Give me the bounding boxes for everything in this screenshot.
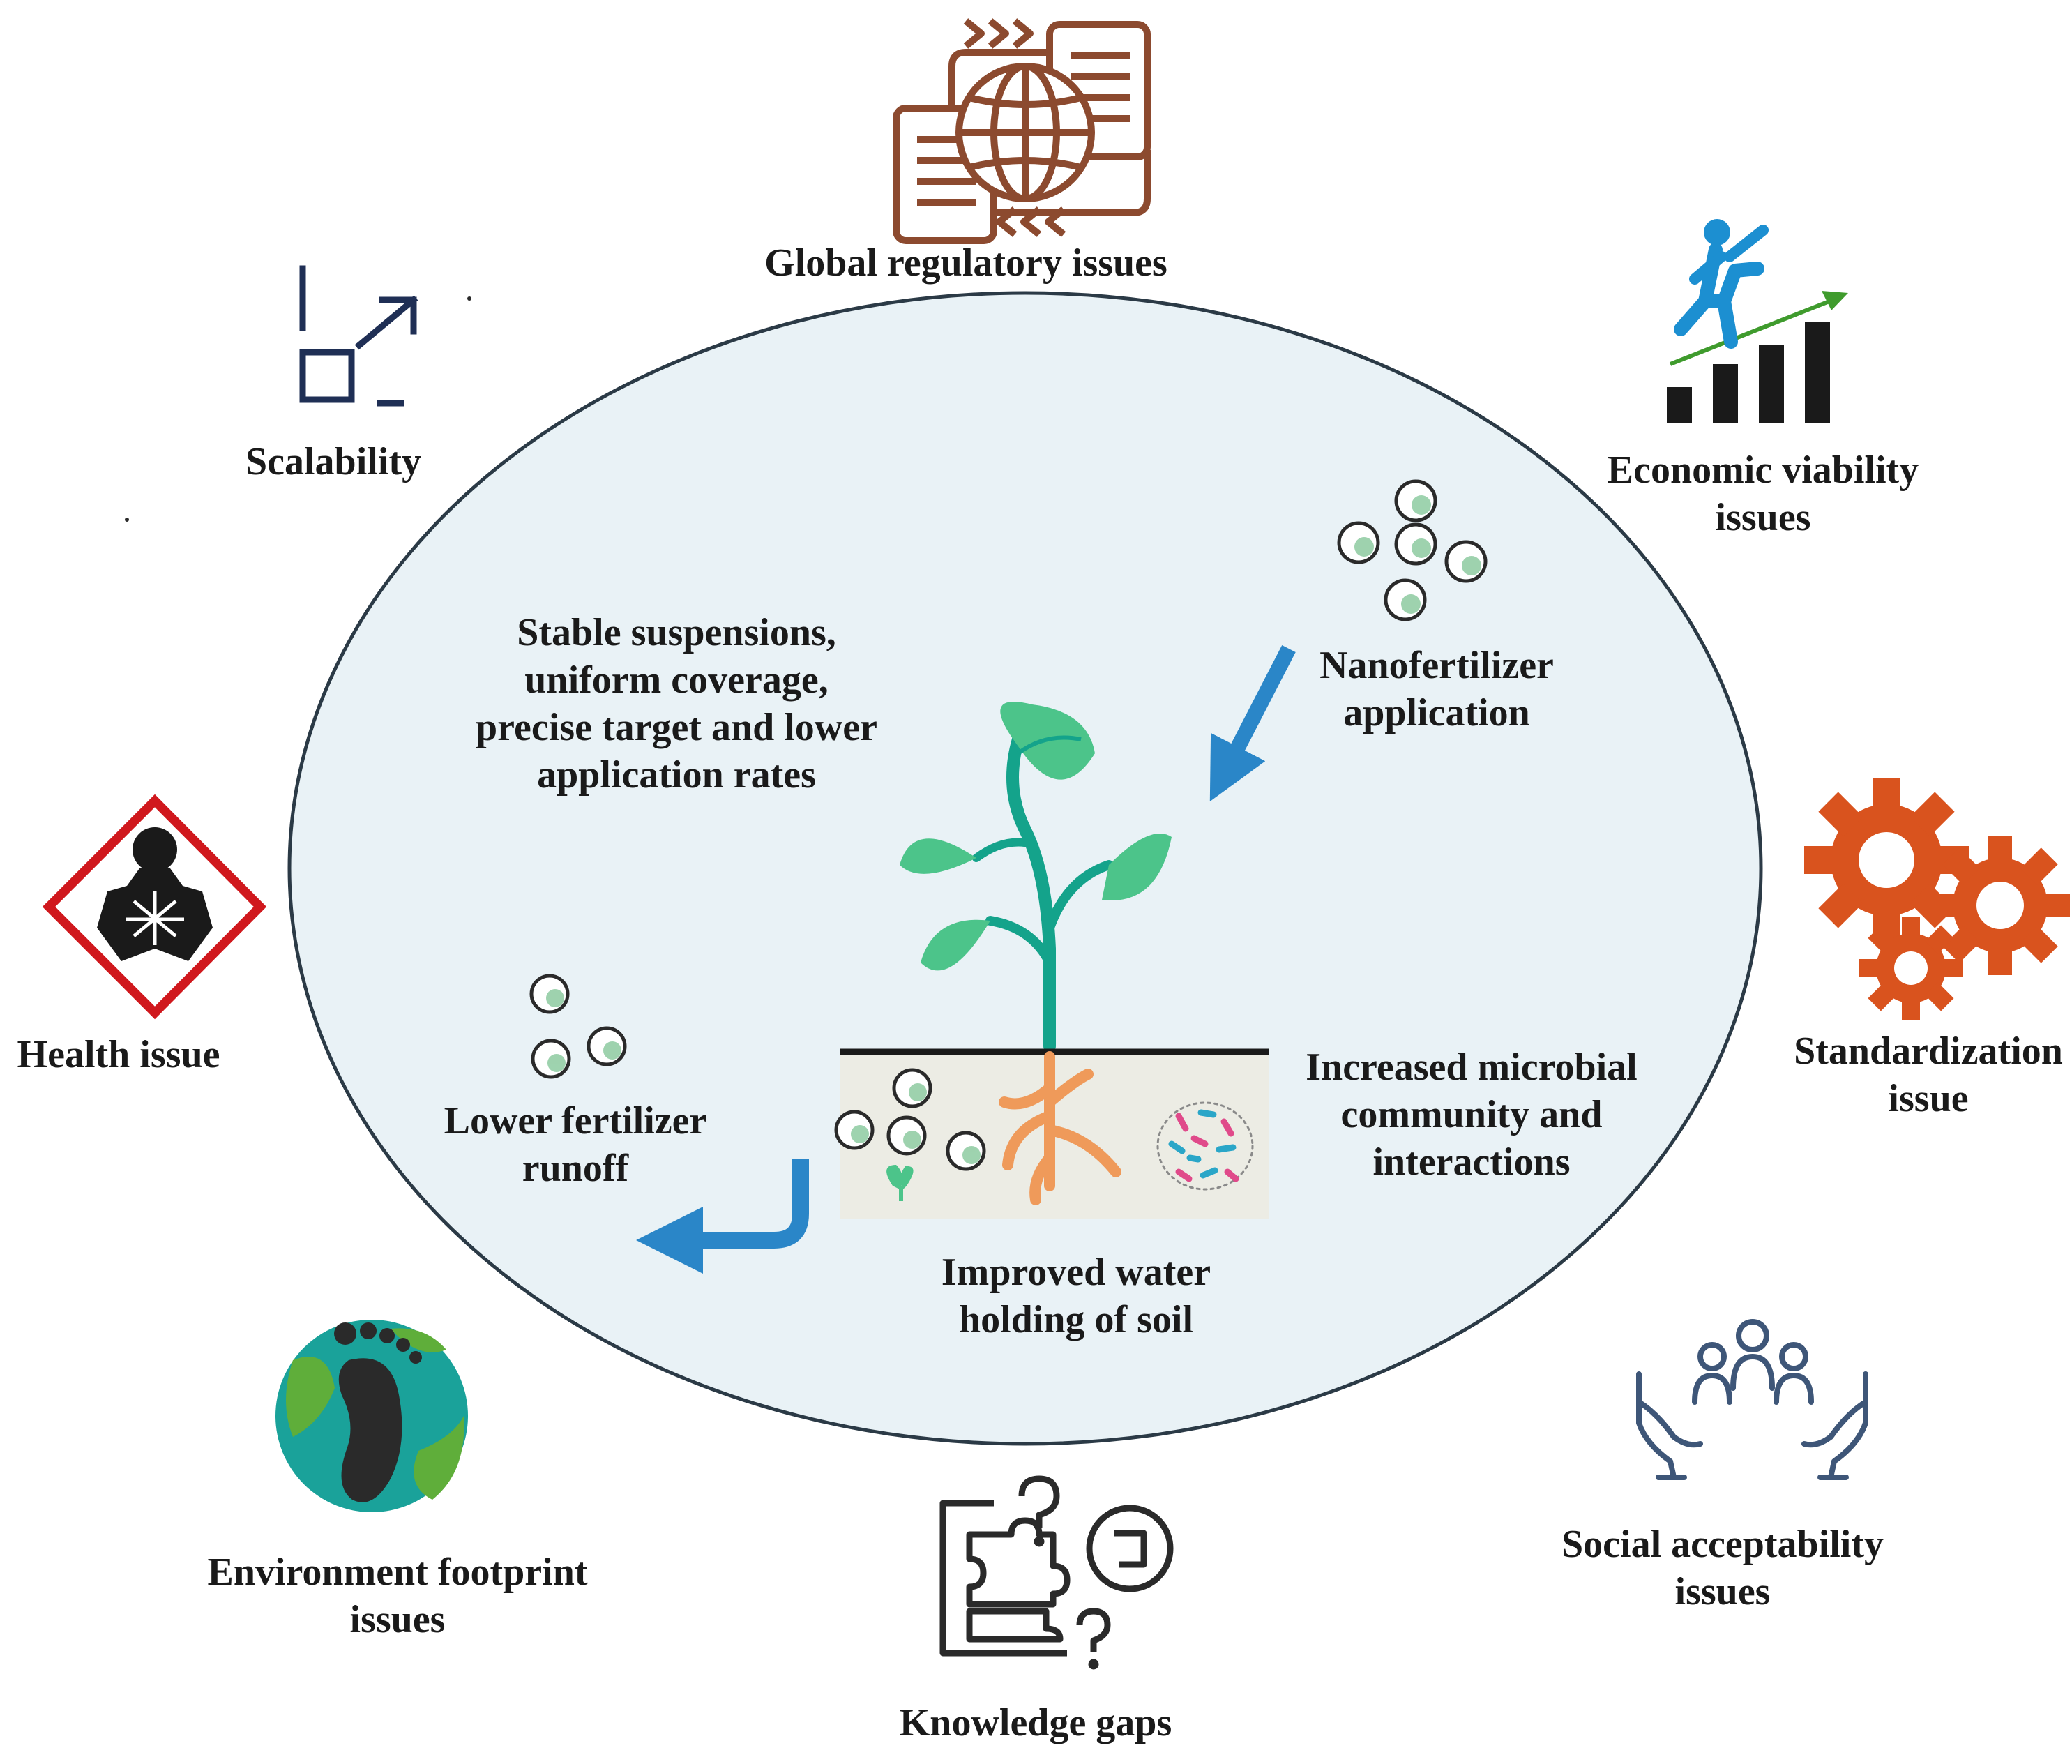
- label-knowledge-gaps: Knowledge gaps: [900, 1701, 1172, 1744]
- earth-footprint-icon: [275, 1320, 468, 1512]
- label-line: runoff: [522, 1147, 630, 1190]
- label-health: Health issue: [17, 1033, 220, 1076]
- label-stable-suspensions: Stable suspensions,uniform coverage,prec…: [476, 611, 877, 797]
- label-line: Knowledge gaps: [900, 1701, 1172, 1744]
- label-line: issue: [1888, 1077, 1968, 1120]
- microbes-icon: [1156, 1101, 1254, 1191]
- label-line: precise target and lower: [476, 706, 877, 749]
- label-line: issues: [1716, 496, 1811, 539]
- label-line: Nanofertilizer: [1319, 644, 1554, 687]
- label-line: Social acceptability: [1561, 1523, 1884, 1566]
- label-line: Increased microbial: [1306, 1046, 1637, 1089]
- label-line: community and: [1341, 1093, 1603, 1136]
- label-line: holding of soil: [959, 1298, 1193, 1341]
- label-line: issues: [350, 1598, 446, 1641]
- soil-sprout-icon: [886, 1165, 914, 1201]
- runoff-arrow: [636, 1159, 809, 1274]
- label-line: Environment footprint: [208, 1551, 588, 1594]
- label-line: interactions: [1372, 1140, 1570, 1184]
- stray-dot: [125, 518, 129, 522]
- label-line: Global regulatory issues: [764, 241, 1167, 285]
- label-line: Standardization: [1794, 1030, 2063, 1073]
- label-line: Improved water: [942, 1251, 1211, 1294]
- label-line: application rates: [537, 753, 816, 797]
- person-climbing-bars-icon: [1667, 219, 1848, 423]
- nanoparticle-cluster-shading: [1354, 495, 1481, 614]
- label-global-regulatory: Global regulatory issues: [764, 241, 1167, 285]
- gears-icon: [1804, 778, 2070, 1020]
- resize-arrow-icon: [299, 265, 418, 407]
- application-arrow: [1209, 644, 1296, 802]
- label-line: uniform coverage,: [524, 658, 828, 702]
- label-line: issues: [1675, 1570, 1771, 1613]
- label-line: application: [1343, 691, 1530, 734]
- globe-documents-icon: [893, 18, 1151, 244]
- label-line: Lower fertilizer: [444, 1099, 707, 1143]
- label-line: Health issue: [17, 1033, 220, 1076]
- label-scalability: Scalability: [245, 440, 421, 483]
- label-line: Scalability: [245, 440, 421, 483]
- label-line: Economic viability: [1608, 448, 1919, 492]
- soil-nanoparticle-shading: [851, 1083, 981, 1164]
- runoff-nanoparticle-shading: [546, 989, 621, 1072]
- puzzle-question-icon: [939, 1475, 1174, 1670]
- plant-seedling-icon: [900, 702, 1172, 1053]
- label-line: Stable suspensions,: [517, 611, 836, 654]
- central-ellipse: [287, 291, 1763, 1446]
- roots-icon: [999, 1051, 1121, 1205]
- health-hazard-icon: [42, 794, 267, 1020]
- hands-people-icon: [1636, 1319, 1868, 1480]
- stray-dot: [467, 296, 471, 301]
